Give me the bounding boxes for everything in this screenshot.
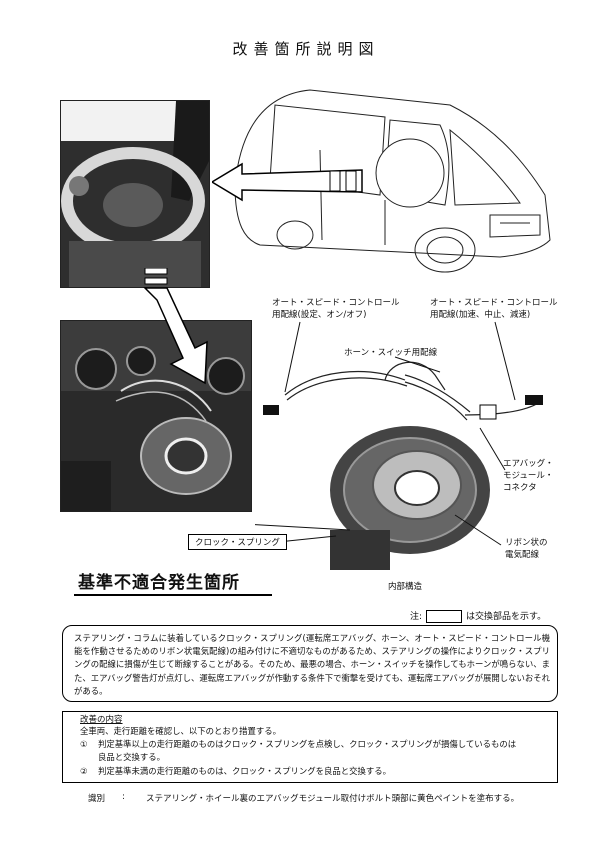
callout-cruise-setting-line1: オート・スピード・コントロール [272, 298, 400, 308]
vehicle-illustration [234, 89, 551, 273]
callout-cruise-accel-line1: オート・スピード・コントロール [430, 298, 558, 308]
improvement-item-1-text-cont: 良品と交換する。 [98, 752, 165, 762]
callout-airbag-line1: エアバッグ・ [503, 459, 554, 469]
improvement-item-2-text: 判定基準未満の走行距離のものは、クロック・スプリングを良品と交換する。 [98, 766, 391, 776]
callout-ribbon-line2: 電気配線 [505, 550, 540, 560]
heading-underline [74, 594, 272, 596]
note-suffix: は交換部品を示す。 [466, 612, 547, 622]
legend-note: 注: は交換部品を示す。 [410, 609, 546, 623]
callout-airbag-connector: エアバッグ・ モジュール・ コネクタ [503, 458, 554, 494]
note-prefix: 注: [410, 612, 423, 622]
description-frame [62, 625, 558, 702]
callout-clock-spring: クロック・スプリング [188, 534, 287, 550]
defect-description: ステアリング・コラムに装着しているクロック・スプリング(運転席エアバッグ、ホーン… [74, 633, 550, 696]
callout-ribbon-line1: リボン状の [505, 538, 548, 548]
callout-cruise-setting-line2: 用配線(設定、オン/オフ) [272, 310, 367, 320]
identification-colon: : [122, 792, 125, 802]
identification-label: 識別 [88, 794, 106, 804]
improvement-item-1-text: 判定基準以上の走行距離のものはクロック・スプリングを点検し、クロック・スプリング… [98, 739, 517, 749]
pointer-arrow-down [143, 268, 208, 385]
callout-horn-switch: ホーン・スイッチ用配線 [344, 348, 438, 358]
callout-cruise-accel-line2: 用配線(加速、中止、減速) [430, 310, 531, 320]
steering-wheel-photo [60, 100, 210, 288]
improvement-item-2-mark: ② [80, 766, 88, 776]
improvement-frame [62, 711, 558, 783]
improvement-item-1-mark: ① [80, 739, 88, 749]
improvement-intro: 全車両、走行距離を確認し、以下のとおり措置する。 [80, 726, 281, 736]
callout-internal-structure: 内部構造 [388, 582, 423, 592]
callout-airbag-line3: コネクタ [503, 483, 537, 493]
identification-text: ステアリング・ホイール裏のエアバッグモジュール取付けボルト頭部に黄色ペイントを塗… [146, 794, 520, 804]
replacement-part-swatch [426, 610, 463, 623]
callout-cruise-accel: オート・スピード・コントロール 用配線(加速、中止、減速) [430, 297, 558, 321]
callout-cruise-setting: オート・スピード・コントロール 用配線(設定、オン/オフ) [272, 297, 400, 321]
pointer-arrow-left [212, 162, 363, 202]
dashboard-photo [60, 320, 252, 512]
callout-ribbon-cable: リボン状の 電気配線 [505, 537, 548, 561]
callout-airbag-line2: モジュール・ [503, 471, 554, 481]
defect-location-heading: 基準不適合発生箇所 [78, 573, 240, 593]
improvement-title: 改善の内容 [80, 715, 123, 725]
clock-spring-diagram [255, 361, 543, 570]
page-title: 改善箇所説明図 [232, 40, 380, 58]
